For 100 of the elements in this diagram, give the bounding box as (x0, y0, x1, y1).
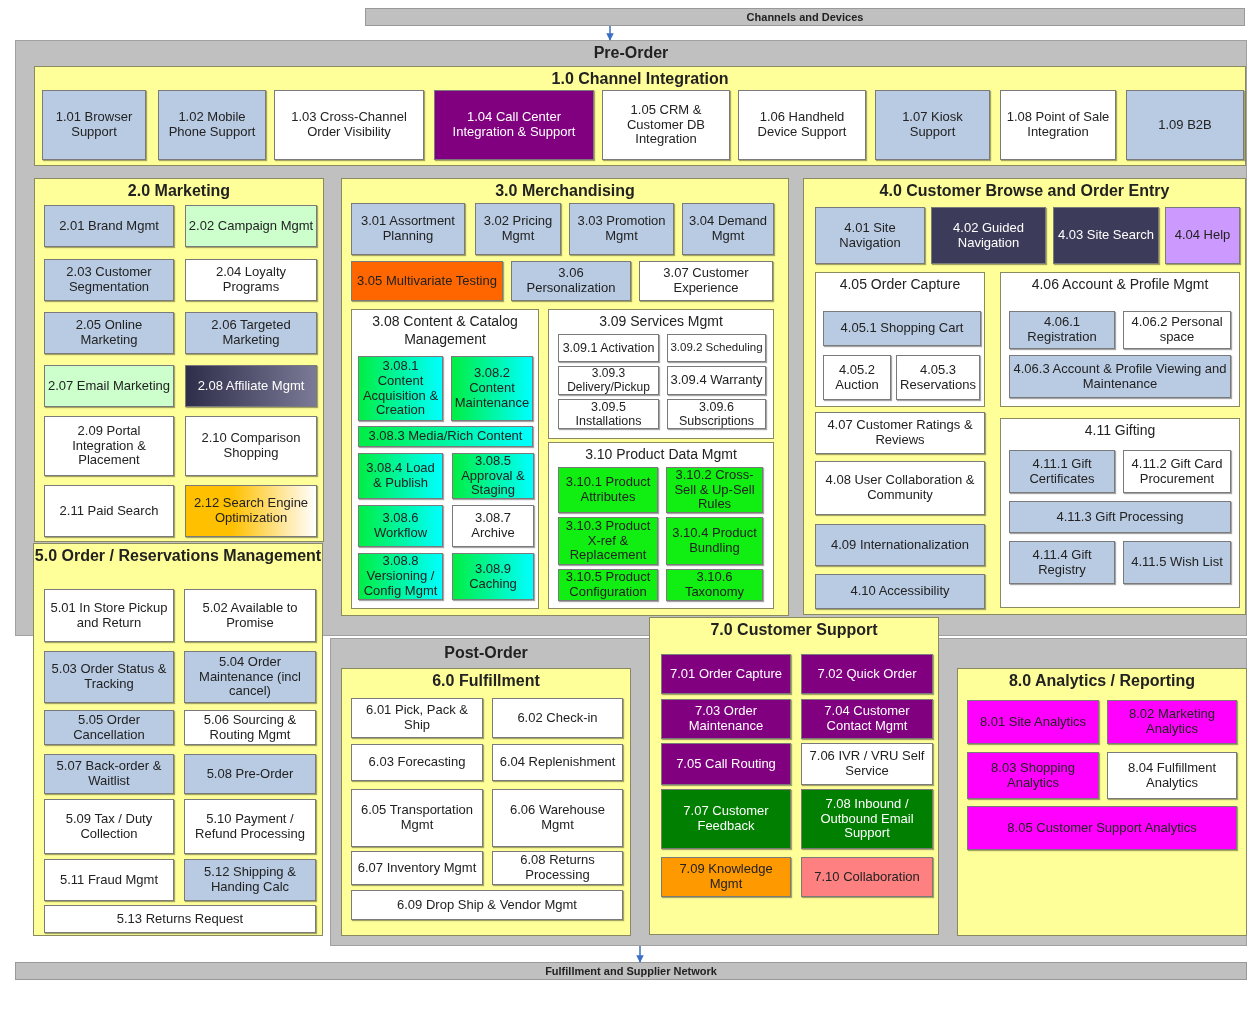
capability-box: 3.01 Assortment Planning (351, 203, 465, 255)
capability-box: 3.10.4 Product Bundling (666, 517, 763, 565)
capability-box: 3.08.8 Versioning / Config Mgmt (358, 553, 443, 600)
capability-box: 5.05 Order Cancellation (44, 710, 174, 745)
capability-box: 1.04 Call Center Integration & Support (434, 90, 594, 160)
capability-box: 4.06.2 Personal space (1123, 311, 1231, 349)
capability-box: 2.05 Online Marketing (44, 312, 174, 354)
capability-box: 7.03 Order Maintenance (661, 699, 791, 739)
group-panel (33, 543, 323, 936)
capability-box: 5.03 Order Status & Tracking (44, 651, 174, 703)
capability-box: 5.06 Sourcing & Routing Mgmt (184, 710, 316, 745)
capability-box: 3.09.3 Delivery/Pickup (558, 366, 659, 395)
group-heading: 3.10 Product Data Mgmt (584, 445, 738, 464)
capability-box: 2.11 Paid Search (44, 485, 174, 537)
capability-box: 3.09.2 Scheduling (667, 334, 766, 362)
capability-box: 2.04 Loyalty Programs (185, 259, 317, 301)
capability-box: 6.07 Inventory Mgmt (351, 851, 483, 885)
capability-box: 4.06.3 Account & Profile Viewing and Maintenance (1009, 355, 1231, 398)
capability-box: 7.05 Call Routing (661, 743, 791, 785)
capability-box: 3.07 Customer Experience (639, 261, 773, 301)
group-heading: 3.0 Merchandising (494, 181, 636, 201)
capability-box: 4.10 Accessibility (815, 574, 985, 609)
capability-box: 3.08.5 Approval & Staging (452, 453, 534, 499)
capability-box: 7.04 Customer Contact Mgmt (801, 699, 933, 739)
capability-box: 1.05 CRM & Customer DB Integration (602, 90, 730, 160)
capability-box: 2.09 Portal Integration & Placement (44, 416, 174, 476)
capability-box: 4.08 User Collaboration & Community (815, 461, 985, 515)
arrow (636, 945, 644, 963)
capability-box: 5.04 Order Maintenance (incl cancel) (184, 651, 316, 703)
capability-box: 5.10 Payment / Refund Processing (184, 799, 316, 854)
capability-box: 8.04 Fulfillment Analytics (1107, 752, 1237, 799)
capability-box: 5.01 In Store Pickup and Return (44, 589, 174, 642)
capability-box: 7.01 Order Capture (661, 654, 791, 694)
capability-box: 1.01 Browser Support (42, 90, 146, 160)
capability-box: 5.11 Fraud Mgmt (44, 859, 174, 901)
capability-box: 3.10.5 Product Configuration (558, 569, 658, 601)
group-heading: 6.0 Fulfillment (431, 671, 541, 691)
section-band (15, 40, 1247, 636)
capability-box: 2.07 Email Marketing (44, 365, 174, 407)
capability-box: 3.08.1 Content Acquisition & Creation (358, 356, 443, 421)
group-panel (34, 66, 1246, 166)
capability-box: 4.06.1 Registration (1009, 311, 1115, 349)
capability-box: 8.02 Marketing Analytics (1107, 700, 1237, 744)
group-heading: Post-Order (443, 643, 529, 663)
group-panel (1000, 272, 1240, 407)
capability-box: 8.05 Customer Support Analytics (967, 806, 1237, 850)
capability-box: 3.02 Pricing Mgmt (475, 203, 561, 255)
capability-box: 4.11.2 Gift Card Procurement (1123, 450, 1231, 493)
capability-box: 4.11.3 Gift Processing (1009, 501, 1231, 533)
capability-box: 7.06 IVR / VRU Self Service (801, 743, 933, 785)
capability-box: 1.06 Handheld Device Support (738, 90, 866, 160)
group-panel (341, 178, 789, 616)
group-heading: 3.08 Content & Catalog Management (371, 312, 519, 349)
capability-box: 3.09.5 Installations (558, 399, 659, 429)
capability-box: 3.10.3 Product X-ref & Replacement (558, 517, 658, 565)
group-panel (351, 309, 539, 609)
capability-box: 6.04 Replenishment (492, 744, 623, 781)
group-panel (34, 178, 324, 542)
network-band: Channels and Devices (365, 8, 1245, 26)
capability-box: 2.02 Campaign Mgmt (185, 205, 317, 247)
capability-box: 4.05.3 Reservations (896, 355, 980, 400)
capability-box: 3.10.1 Product Attributes (558, 467, 658, 513)
capability-box: 2.12 Search Engine Optimization (185, 485, 317, 537)
group-panel (1000, 418, 1240, 608)
group-panel (957, 668, 1247, 936)
capability-box: 3.08.6 Workflow (358, 505, 443, 547)
capability-box: 2.10 Comparison Shopping (185, 416, 317, 476)
capability-box: 6.03 Forecasting (351, 744, 483, 781)
capability-box: 3.08.3 Media/Rich Content (358, 426, 533, 447)
group-heading: 4.11 Gifting (1083, 421, 1157, 440)
group-heading: Pre-Order (592, 43, 670, 63)
capability-box: 7.08 Inbound / Outbound Email Support (801, 789, 933, 849)
capability-box: 4.03 Site Search (1053, 207, 1159, 264)
capability-box: 3.10.2 Cross-Sell & Up-Sell Rules (666, 467, 763, 513)
capability-box: 8.01 Site Analytics (967, 700, 1099, 744)
group-heading: 4.06 Account & Profile Mgmt (1030, 275, 1210, 294)
capability-box: 4.05.1 Shopping Cart (823, 311, 981, 346)
group-panel (341, 668, 631, 936)
group-heading: 1.0 Channel Integration (550, 69, 730, 89)
capability-box: 3.09.4 Warranty (667, 366, 766, 395)
capability-box: 4.07 Customer Ratings & Reviews (815, 412, 985, 454)
capability-box: 5.12 Shipping & Handing Calc (184, 859, 316, 901)
capability-box: 2.01 Brand Mgmt (44, 205, 174, 247)
group-heading: 7.0 Customer Support (709, 620, 879, 640)
capability-box: 6.05 Transportation Mgmt (351, 789, 483, 847)
group-panel (548, 442, 774, 609)
group-heading: 5.0 Order / Reservations Management (34, 546, 322, 566)
group-heading: 3.09 Services Mgmt (598, 312, 724, 331)
group-heading: 4.0 Customer Browse and Order Entry (878, 181, 1171, 201)
capability-box: 7.10 Collaboration (801, 857, 933, 897)
capability-box: 7.02 Quick Order (801, 654, 933, 694)
capability-box: 4.09 Internationalization (815, 524, 985, 566)
capability-box: 4.11.5 Wish List (1123, 541, 1231, 584)
capability-box: 3.03 Promotion Mgmt (569, 203, 674, 255)
group-panel (815, 272, 985, 407)
capability-box: 1.03 Cross-Channel Order Visibility (274, 90, 424, 160)
capability-box: 7.09 Knowledge Mgmt (661, 857, 791, 897)
capability-box: 3.09.6 Subscriptions (667, 399, 766, 429)
group-heading: 8.0 Analytics / Reporting (1007, 671, 1197, 691)
capability-box: 4.05.2 Auction (823, 355, 891, 400)
